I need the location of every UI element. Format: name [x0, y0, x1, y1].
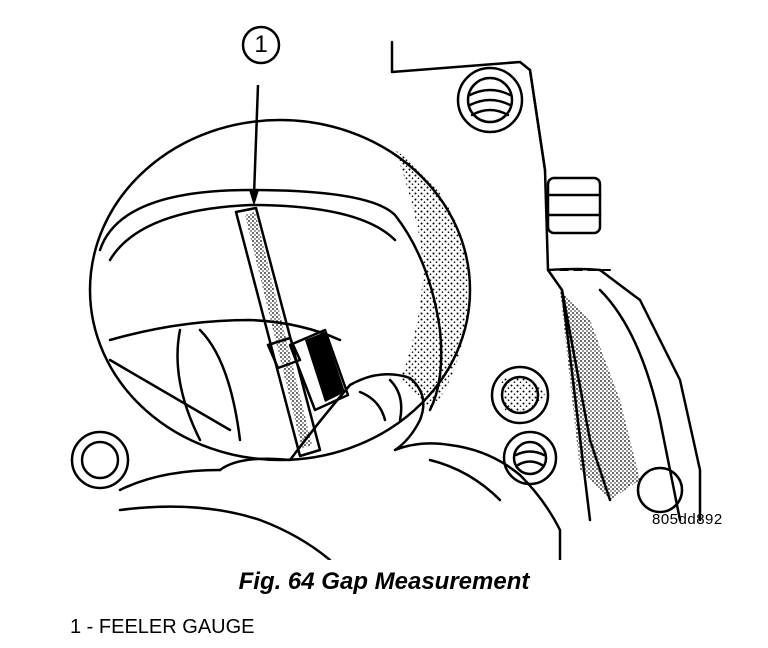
figure-code: 805dd892 [652, 511, 723, 528]
figure-caption: Fig. 64 Gap Measurement [238, 568, 530, 595]
callout-circle-icon [241, 25, 281, 65]
gap-measurement-illustration [70, 25, 702, 560]
legend-item-feeler-gauge: 1 - FEELER GAUGE [70, 616, 255, 638]
callout-number: 1 [254, 31, 268, 58]
